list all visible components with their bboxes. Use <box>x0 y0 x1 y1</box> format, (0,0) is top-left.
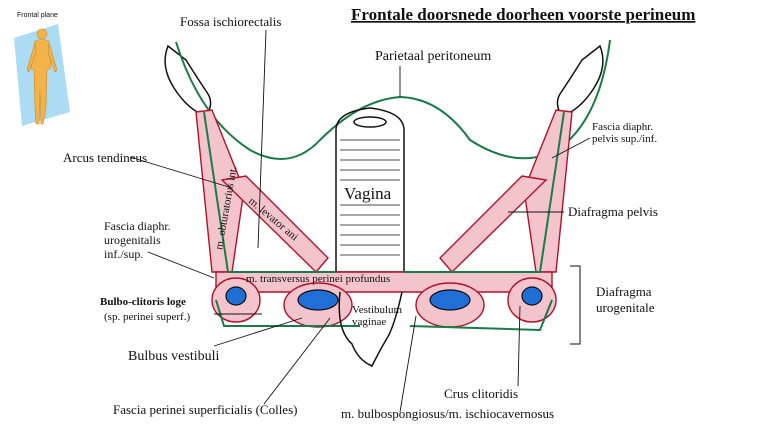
label-bulbospongiosus: m. bulbospongiosus/m. ischiocavernosus <box>341 406 554 421</box>
label-arcus-tendineus: Arcus tendineus <box>63 150 147 165</box>
label-parietaal-peritoneum: Parietaal peritoneum <box>375 49 491 64</box>
fascia-green-inner-left <box>203 111 336 273</box>
obturator-muscle-right <box>523 109 573 273</box>
vestibulum-outline <box>338 291 403 367</box>
levator-ani-left <box>220 175 329 274</box>
inset-caption: Frontal plane <box>17 12 58 19</box>
label-sp-perinei: (sp. perinei superf.) <box>104 311 190 323</box>
levator-ani-right <box>439 175 548 274</box>
label-bulbus-vestibuli: Bulbus vestibuli <box>128 349 220 364</box>
label-bulbo-clitoris-loge: Bulbo-clitoris loge <box>100 296 186 308</box>
obturator-muscle-left <box>195 109 245 273</box>
page-title: Frontale doorsnede doorheen voorste peri… <box>351 5 695 24</box>
pelvic-bone-right <box>556 44 604 117</box>
vagina-structure <box>335 107 405 273</box>
label-vagina: Vagina <box>344 184 392 203</box>
bulbus-left <box>211 277 353 328</box>
label-fascia-pelvis: Fascia diaphr.pelvis sup./inf. <box>592 121 657 145</box>
label-diafragma-pelvis: Diafragma pelvis <box>568 204 658 219</box>
urogenital-bracket <box>570 265 581 345</box>
fascia-green-inner-right <box>404 111 565 273</box>
frontal-plane-inset: Frontal plane <box>14 12 70 126</box>
label-fossa-ischiorectalis: Fossa ischiorectalis <box>180 14 281 29</box>
pelvic-bone-left <box>164 44 212 117</box>
label-crus-clitoridis: Crus clitoridis <box>444 386 518 401</box>
label-colles: Fascia perinei superficialis (Colles) <box>113 402 297 417</box>
label-transversus: m. transversus perinei profundus <box>246 273 390 285</box>
leader-lines <box>129 29 591 413</box>
colles-fascia-line <box>215 299 553 332</box>
human-figure-icon <box>26 28 58 125</box>
